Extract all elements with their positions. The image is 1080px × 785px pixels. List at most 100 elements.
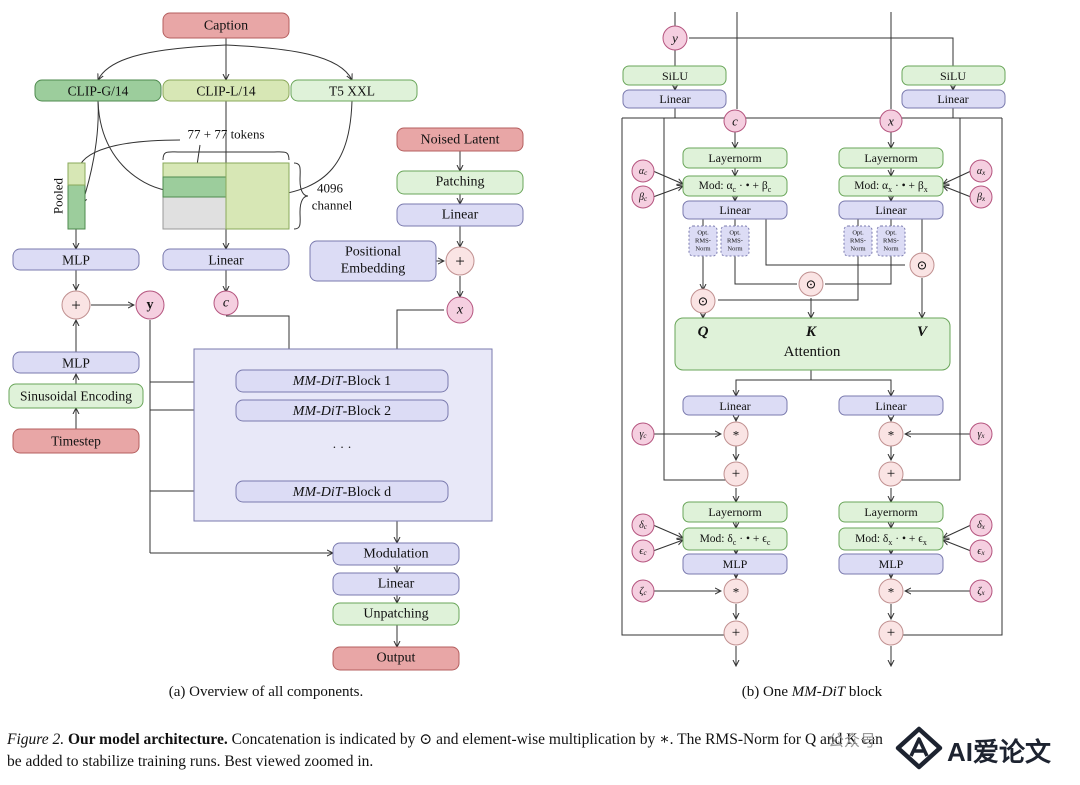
svg-text:Linear: Linear xyxy=(875,399,906,413)
tokens-label: 77 + 77 tokens xyxy=(187,127,264,142)
svg-text:⊙: ⊙ xyxy=(806,277,817,292)
svg-text:Linear: Linear xyxy=(378,577,415,592)
linear-out: Linear xyxy=(332,572,460,596)
blocks-ellipsis: · · · xyxy=(332,440,352,455)
svg-text:Norm: Norm xyxy=(727,246,742,253)
svg-text:CLIP-L/14: CLIP-L/14 xyxy=(196,84,255,99)
svg-text:Patching: Patching xyxy=(436,175,485,190)
b-plus-x-2: + xyxy=(878,620,904,646)
svg-text:Norm: Norm xyxy=(883,246,898,253)
svg-text:SiLU: SiLU xyxy=(940,69,966,83)
svg-text:*: * xyxy=(733,428,740,443)
b-mul-c-1: * xyxy=(723,421,749,447)
b-rmsnorm-k-c: Opt. RMS- Norm xyxy=(720,225,750,257)
svg-text:Opt.: Opt. xyxy=(697,230,709,237)
svg-text:δx: δx xyxy=(977,520,986,532)
svg-text:Linear: Linear xyxy=(875,203,906,217)
b-delta-x: δx xyxy=(969,513,993,537)
token-matrix xyxy=(162,162,290,230)
noised-latent-node: Noised Latent xyxy=(396,127,524,152)
b-plus-x-1: + xyxy=(878,461,904,487)
figure-caption-text: Concatenation is indicated by ⊙ and elem… xyxy=(7,731,883,770)
svg-text:ζx: ζx xyxy=(977,586,985,598)
svg-text:αc: αc xyxy=(639,166,648,178)
svg-text:+: + xyxy=(887,625,895,641)
b-delta-c: δc xyxy=(631,513,655,537)
svg-text:MLP: MLP xyxy=(723,557,748,571)
b-mod-c-2: Mod: δc · • + ϵc xyxy=(682,527,788,551)
svg-text:Linear: Linear xyxy=(442,208,479,223)
svg-text:Linear: Linear xyxy=(719,399,750,413)
svg-text:T5 XXL: T5 XXL xyxy=(329,84,375,99)
svg-text:MLP: MLP xyxy=(62,253,90,268)
encoder-clip-l: CLIP-L/14 xyxy=(162,79,290,102)
svg-text:Linear: Linear xyxy=(659,92,690,106)
svg-text:Mod: αc · • + βc: Mod: αc · • + βc xyxy=(699,180,772,194)
b-eps-x: ϵx xyxy=(969,539,993,563)
modulation-node: Modulation xyxy=(332,542,460,566)
b-mlp-x: MLP xyxy=(838,553,944,575)
b-concat-q: ⊙ xyxy=(690,288,716,314)
b-concat-v: ⊙ xyxy=(909,252,935,278)
svg-text:*: * xyxy=(733,585,740,600)
svg-text:+: + xyxy=(732,466,740,482)
b-plus-c-1: + xyxy=(723,461,749,487)
svg-text:Mod: αx · • + βx: Mod: αx · • + βx xyxy=(854,180,928,194)
diamond-a-icon xyxy=(895,726,943,770)
svg-text:RMS-: RMS- xyxy=(695,238,711,245)
svg-text:MM-DiT-Block d: MM-DiT-Block d xyxy=(292,485,391,500)
b-zeta-x: ζx xyxy=(969,579,993,603)
svg-text:Linear: Linear xyxy=(208,253,244,268)
svg-text:Pooled: Pooled xyxy=(51,177,66,214)
panel-a-caption: (a) Overview of all components. xyxy=(169,684,364,700)
logo-text: AI爱论文 xyxy=(947,737,1052,767)
b-c-node: c xyxy=(723,109,747,133)
b-linear-qkv-x: Linear xyxy=(838,200,944,220)
b-alpha-c: αc xyxy=(631,159,655,183)
positional-embedding: Positional Embedding xyxy=(309,240,437,282)
b-mod-x-1: Mod: αx · • + βx xyxy=(838,175,944,197)
svg-text:MM-DiT-Block 2: MM-DiT-Block 2 xyxy=(292,404,391,419)
b-rmsnorm-k-x: Opt. RMS- Norm xyxy=(876,225,906,257)
b-layernorm-c-2: Layernorm xyxy=(682,501,788,523)
svg-text:ζc: ζc xyxy=(639,586,647,598)
tokens-brace xyxy=(162,151,290,161)
figure-caption: Figure 2. Our model architecture. Concat… xyxy=(7,729,887,773)
encoder-t5: T5 XXL xyxy=(290,79,418,102)
svg-text:+: + xyxy=(455,252,465,271)
svg-text:Opt.: Opt. xyxy=(852,230,864,237)
b-eps-c: ϵc xyxy=(631,539,655,563)
svg-text:Mod: δc · • + ϵc: Mod: δc · • + ϵc xyxy=(700,533,771,547)
channel-label-1: 4096 xyxy=(317,181,344,196)
svg-text:*: * xyxy=(888,428,895,443)
svg-text:RMS-: RMS- xyxy=(883,238,899,245)
b-zeta-c: ζc xyxy=(631,579,655,603)
svg-text:Opt.: Opt. xyxy=(885,230,897,237)
watermark-text: 公众号 xyxy=(828,733,877,750)
svg-text:+: + xyxy=(71,296,81,315)
b-layernorm-x-1: Layernorm xyxy=(838,147,944,169)
svg-text:x: x xyxy=(456,303,464,318)
channel-brace xyxy=(293,162,309,230)
svg-text:CLIP-G/14: CLIP-G/14 xyxy=(68,84,129,99)
svg-text:MLP: MLP xyxy=(62,356,90,371)
figure-label: Figure 2. xyxy=(7,731,65,748)
svg-text:⊙: ⊙ xyxy=(917,258,928,273)
b-mul-x-1: * xyxy=(878,421,904,447)
svg-text:Timestep: Timestep xyxy=(51,434,101,449)
svg-text:Noised Latent: Noised Latent xyxy=(421,133,500,148)
svg-text:Q: Q xyxy=(698,324,709,340)
b-linear-out-x: Linear xyxy=(838,395,944,416)
b-gamma-x: γx xyxy=(969,422,993,446)
svg-text:c: c xyxy=(223,296,230,311)
figure-title: Our model architecture. xyxy=(68,731,228,748)
svg-text:Output: Output xyxy=(377,651,416,666)
svg-text:c: c xyxy=(732,114,738,129)
b-rmsnorm-q-x: Opt. RMS- Norm xyxy=(843,225,873,257)
mlp-pooled: MLP xyxy=(12,248,140,271)
svg-text:Opt.: Opt. xyxy=(729,230,741,237)
svg-text:V: V xyxy=(917,324,929,340)
svg-text:RMS-: RMS- xyxy=(727,238,743,245)
b-rmsnorm-q-c: Opt. RMS- Norm xyxy=(688,225,718,257)
